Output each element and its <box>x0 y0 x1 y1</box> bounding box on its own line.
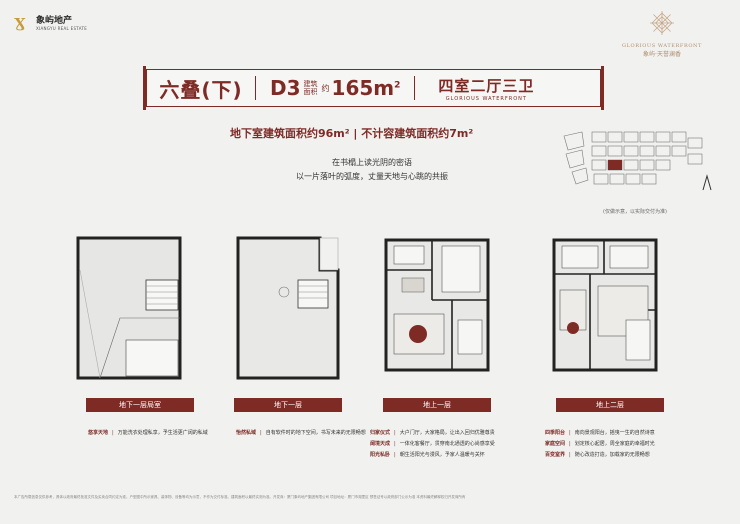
desc-divider: | <box>569 441 571 447</box>
desc-basement: 怡然私域|自有软件时的地下空间，书写未来的无限畅想 <box>236 428 368 439</box>
floor-plan-second-floor <box>552 238 658 372</box>
room-layout: 四室二厅三卫 <box>438 76 535 95</box>
desc-row: 四季阳台|南向景观阳台，摇曳一生的自然诗意 <box>545 428 705 439</box>
title-banner-right-bracket <box>601 66 604 110</box>
brand-emblem-icon <box>650 11 674 35</box>
desc-value: 万能洗衣处理私享，予生活更广阔的私域 <box>117 430 208 436</box>
desc-second-floor: 四季阳台|南向景观阳台，摇曳一生的自然诗意 家庭空间|划定核心起居，周全家庭的幸… <box>545 428 705 461</box>
desc-row: 家庭空间|划定核心起居，周全家庭的幸福时光 <box>545 439 705 450</box>
unit-area-value: 165m <box>331 76 395 100</box>
desc-divider: | <box>569 452 571 458</box>
desc-row: 阔境天成|一体化客餐厅，贯穿南北通透的心尚感享受 <box>370 439 530 450</box>
desc-divider: | <box>394 441 396 447</box>
caption-basement: 地下一层 <box>234 398 342 412</box>
title-banner: 六叠(下) D3 建筑面积 约 165m2 四室二厅三卫 GLORIOUS WA… <box>143 66 604 110</box>
caption-basement-atrium: 地下一层局室 <box>86 398 194 412</box>
logo-mark-icon: Ɣ <box>14 15 26 33</box>
logo-subtitle: XIANGYU REAL ESTATE <box>36 26 88 31</box>
desc-ground-floor: 归家仪式|大户门厅，大家格局，让出入回归优雅尊贵 阔境天成|一体化客餐厅，贯穿南… <box>370 428 530 461</box>
unit-name: 六叠(下) <box>159 77 243 102</box>
title-divider <box>255 76 256 100</box>
desc-row: 悠享天地|万能洗衣处理私享，予生活更广阔的私域 <box>88 428 218 439</box>
desc-value: 一体化客餐厅，贯穿南北通透的心尚感享受 <box>399 441 495 447</box>
brand-english: GLORIOUS WATERFRONT <box>622 43 702 49</box>
unit-area-sup: 2 <box>394 80 401 91</box>
site-plan-map <box>563 131 703 185</box>
area-label: 建筑面积 <box>303 80 318 96</box>
desc-value: 朝生活阳光与漫风，予家人温暖与关怀 <box>399 452 485 458</box>
desc-key: 悠享天地 <box>88 430 109 436</box>
unit-code: D3 <box>270 76 301 100</box>
desc-divider: | <box>569 430 571 436</box>
north-arrow-icon <box>702 174 712 191</box>
desc-row: 怡然私域|自有软件时的地下空间，书写未来的无限畅想 <box>236 428 368 439</box>
title-divider-2 <box>414 76 416 100</box>
desc-row: 阳光私卧|朝生活阳光与漫风，予家人温暖与关怀 <box>370 450 530 461</box>
desc-key: 怡然私域 <box>236 430 257 436</box>
caption-second-floor: 地上二层 <box>556 398 664 412</box>
room-layout-english: GLORIOUS WATERFRONT <box>445 95 527 102</box>
brand-chinese: 象屿·天誉澜香 <box>643 51 681 58</box>
desc-row: 归家仪式|大户门厅，大家格局，让出入回归优雅尊贵 <box>370 428 530 439</box>
floor-plan-ground-floor <box>384 238 490 372</box>
desc-divider: | <box>394 452 396 458</box>
unit-area: 165m2 <box>332 76 401 100</box>
floor-plan-basement-atrium <box>76 236 182 380</box>
floor-plan-basement <box>236 236 340 380</box>
desc-value: 自有软件时的地下空间，书写未来的无限畅想 <box>265 430 366 436</box>
desc-key: 阳光私卧 <box>370 452 391 458</box>
logo-name: 象屿地产 <box>36 16 73 26</box>
rooms-block: 四室二厅三卫 GLORIOUS WATERFRONT <box>431 75 541 102</box>
desc-value: 大户门厅，大家格局，让出入回归优雅尊贵 <box>399 430 495 436</box>
desc-value: 划定核心起居，周全家庭的幸福时光 <box>574 441 655 447</box>
map-disclaimer: (仅做示意，以实际交付为准) <box>603 209 667 215</box>
desc-value: 南向景观阳台，摇曳一生的自然诗意 <box>574 430 655 436</box>
legal-disclaimer: 本广告所载信息仅供参考，具体以政府最终批准文件及买卖合同约定为准。户型图中所示家… <box>14 495 466 499</box>
desc-divider: | <box>394 430 396 436</box>
slogan-line-1: 在书榻上读光阴的密语 <box>332 158 412 167</box>
project-brand: GLORIOUS WATERFRONT 象屿·天誉澜香 <box>622 8 702 58</box>
slogan: 在书榻上读光阴的密语 以一片落叶的弧度，丈量天地与心跳的共振 <box>240 156 504 184</box>
area-suffix: 约 <box>321 83 330 93</box>
desc-key: 归家仪式 <box>370 430 391 436</box>
caption-ground-floor: 地上一层 <box>383 398 491 412</box>
desc-value: 随心改造打造，加载家的无限畅想 <box>574 452 650 458</box>
desc-key: 四季阳台 <box>545 430 566 436</box>
desc-divider: | <box>260 430 262 436</box>
desc-basement-atrium: 悠享天地|万能洗衣处理私享，予生活更广阔的私域 <box>88 428 218 439</box>
desc-key: 阔境天成 <box>370 441 391 447</box>
desc-divider: | <box>112 430 114 436</box>
desc-row: 百变室界|随心改造打造，加载家的无限畅想 <box>545 450 705 461</box>
desc-key: 家庭空间 <box>545 441 566 447</box>
company-logo: Ɣ 象屿地产 XIANGYU REAL ESTATE <box>14 16 87 32</box>
basement-area-subtitle: 地下室建筑面积约96m² | 不计容建筑面积约7m² <box>230 127 474 140</box>
slogan-line-2: 以一片落叶的弧度，丈量天地与心跳的共振 <box>296 172 448 181</box>
desc-key: 百变室界 <box>545 452 566 458</box>
title-banner-left-bracket <box>143 66 146 110</box>
